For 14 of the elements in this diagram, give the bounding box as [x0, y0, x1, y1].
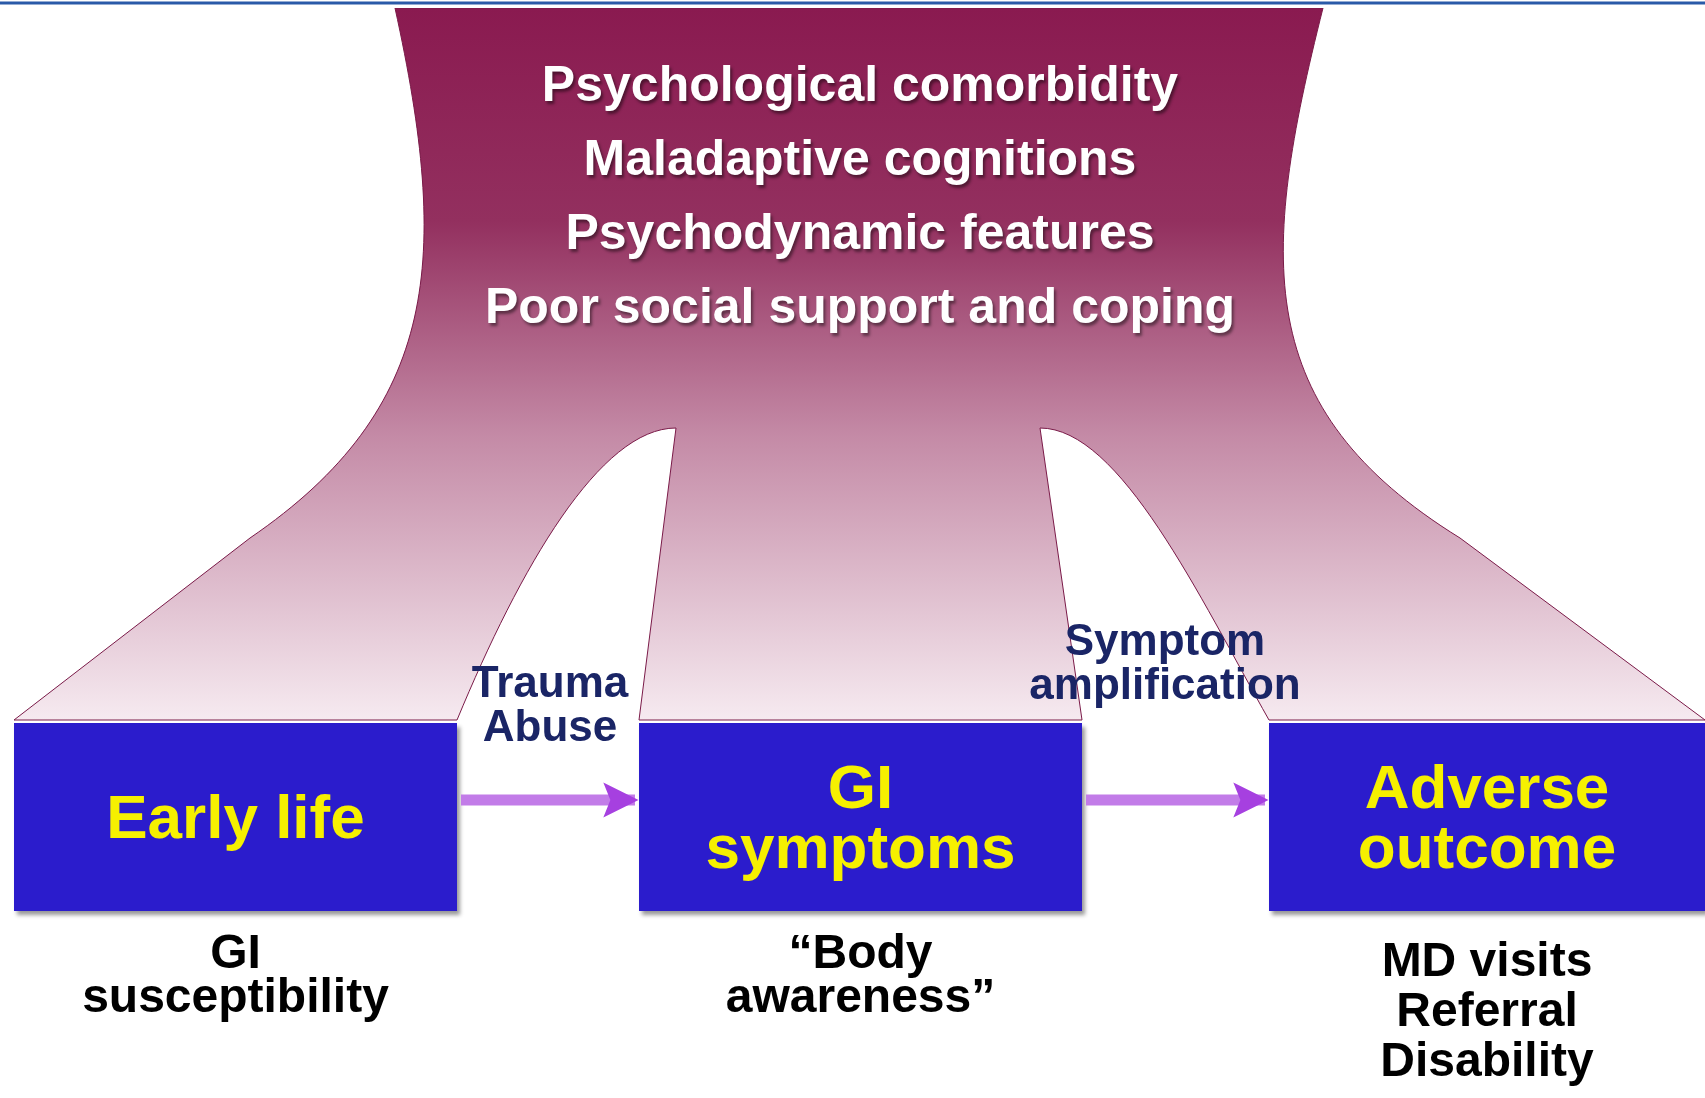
stage-note: “Body awareness” — [724, 930, 997, 1018]
stage-note: MD visits — [1380, 938, 1594, 982]
arrow — [1086, 782, 1269, 818]
stage-label: Adverse outcome — [1356, 757, 1618, 877]
factor-text: Psychodynamic features — [565, 206, 1155, 258]
arrow — [461, 782, 639, 818]
stage-note: Referral — [1395, 988, 1579, 1032]
factor-text: Poor social support and coping — [484, 280, 1236, 332]
stage-box — [1269, 723, 1705, 911]
factor-text: Psychological comorbidity — [541, 58, 1179, 110]
factor-text: Maladaptive cognitions — [583, 132, 1137, 184]
stage-box — [639, 723, 1082, 911]
stage-box — [14, 723, 457, 911]
edge-label: Trauma Abuse — [470, 660, 630, 748]
